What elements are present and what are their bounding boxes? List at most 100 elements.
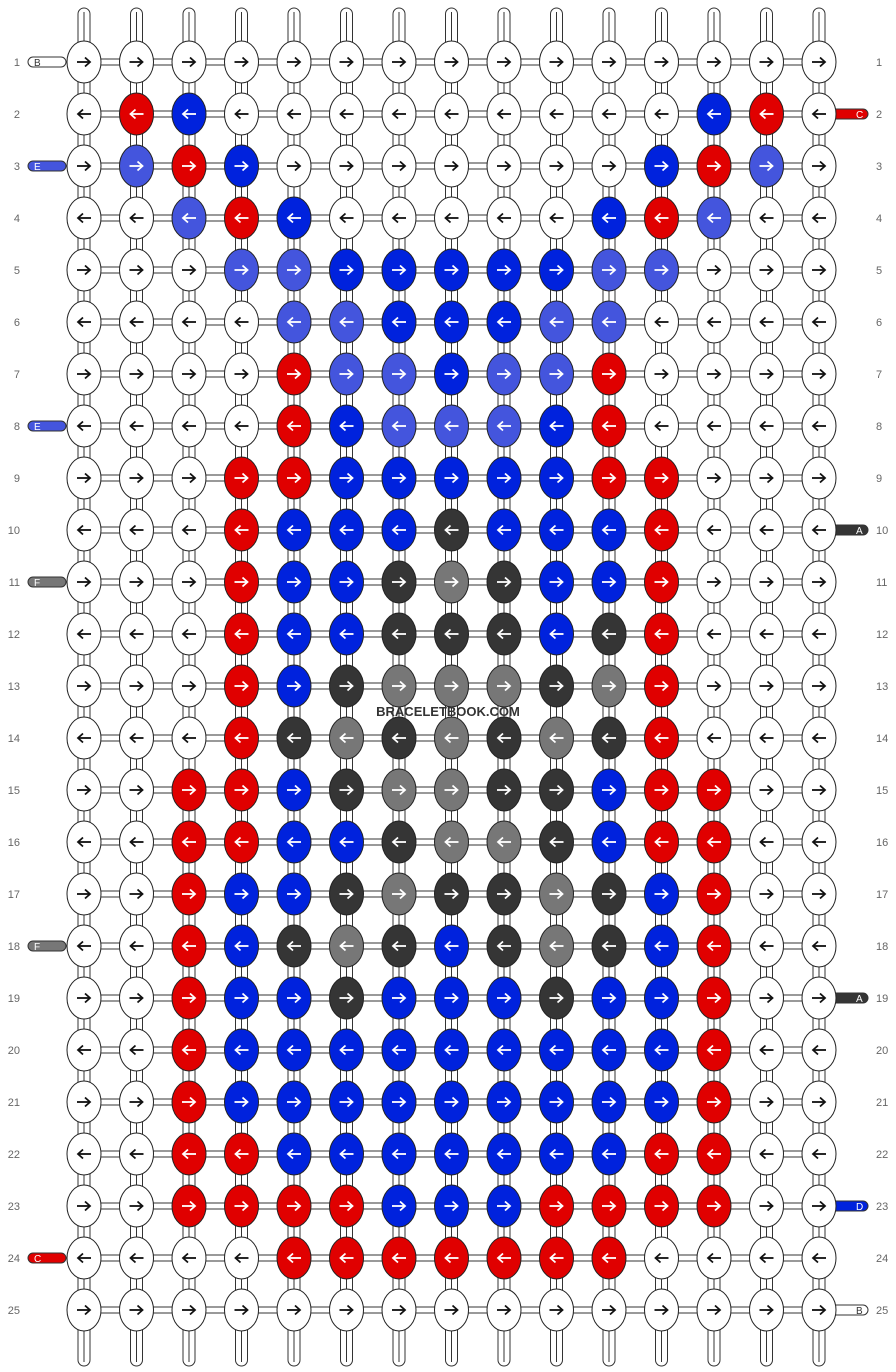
knot	[434, 404, 469, 448]
arrow-right-icon	[129, 472, 144, 484]
knot	[434, 1184, 469, 1228]
knot	[644, 352, 679, 396]
arrow-right-icon	[549, 680, 564, 692]
knot	[119, 1132, 154, 1176]
knot	[486, 1288, 522, 1332]
arrow-head	[339, 836, 347, 848]
row-number-right: 14	[876, 733, 888, 745]
knot	[644, 560, 679, 604]
knot	[381, 872, 417, 916]
knot	[329, 352, 364, 396]
arrow-head	[451, 784, 459, 796]
arrow-head	[294, 160, 302, 172]
arrow-head	[241, 472, 249, 484]
arrow-right-icon	[654, 576, 669, 588]
arrow-left-icon	[601, 420, 616, 432]
arrow-right-icon	[339, 784, 354, 796]
knot	[66, 820, 102, 864]
knot	[224, 1028, 259, 1072]
arrow-right-icon	[654, 264, 669, 276]
knot	[171, 1236, 207, 1280]
arrow-head	[346, 992, 354, 1004]
arrow-left-icon	[234, 212, 249, 224]
arrow-left-icon	[706, 1044, 721, 1056]
arrow-right-icon	[182, 1096, 197, 1108]
arrow-head	[294, 472, 302, 484]
knot	[171, 872, 207, 916]
arrow-head	[391, 524, 399, 536]
arrow-left-icon	[286, 108, 301, 120]
arrow-head	[601, 316, 609, 328]
arrow-left-icon	[339, 524, 354, 536]
knot	[486, 768, 522, 812]
arrow-right-icon	[654, 472, 669, 484]
knot	[539, 872, 574, 916]
arrow-right-icon	[77, 992, 92, 1004]
arrow-head	[241, 1200, 249, 1212]
arrow-left-icon	[759, 1044, 774, 1056]
knot	[801, 976, 837, 1020]
arrow-head	[496, 212, 504, 224]
arrow-left-icon	[444, 524, 459, 536]
arrow-left-icon	[654, 420, 669, 432]
arrow-left-icon	[759, 940, 774, 952]
arrow-left-icon	[444, 108, 459, 120]
arrow-head	[136, 1200, 144, 1212]
arrow-left-icon	[181, 940, 196, 952]
arrow-right-icon	[654, 992, 669, 1004]
arrow-head	[391, 628, 399, 640]
arrow-head	[189, 1304, 197, 1316]
knot	[749, 1236, 784, 1280]
arrow-right-icon	[707, 1200, 722, 1212]
knot	[224, 508, 259, 552]
arrow-head	[766, 56, 774, 68]
row-number-right: 4	[876, 213, 882, 225]
arrow-head	[549, 836, 557, 848]
arrow-head	[241, 264, 249, 276]
arrow-head	[444, 732, 452, 744]
arrow-right-icon	[287, 1096, 302, 1108]
knot	[486, 612, 522, 656]
arrow-right-icon	[812, 1200, 827, 1212]
arrow-head	[129, 836, 137, 848]
arrow-right-icon	[707, 888, 722, 900]
knot	[434, 976, 469, 1020]
arrow-head	[399, 680, 407, 692]
arrow-left-icon	[549, 940, 564, 952]
arrow-head	[556, 368, 564, 380]
knot	[801, 248, 837, 292]
arrow-head	[811, 1148, 819, 1160]
arrow-head	[339, 628, 347, 640]
arrow-head	[84, 56, 92, 68]
knot	[276, 716, 312, 760]
arrow-right-icon	[602, 784, 617, 796]
arrow-left-icon	[549, 316, 564, 328]
arrow-head	[556, 1096, 564, 1108]
arrow-left-icon	[129, 836, 144, 848]
arrow-left-icon	[601, 1044, 616, 1056]
arrow-right-icon	[287, 992, 302, 1004]
arrow-left-icon	[549, 836, 564, 848]
left-string-letter: F	[34, 578, 40, 589]
arrow-head	[661, 368, 669, 380]
row-number-right: 19	[876, 993, 888, 1005]
knot	[381, 820, 417, 864]
arrow-head	[391, 836, 399, 848]
arrow-right-icon	[602, 1096, 617, 1108]
knot	[749, 508, 784, 552]
arrow-head	[391, 940, 399, 952]
arrow-left-icon	[706, 628, 721, 640]
arrow-left-icon	[286, 940, 301, 952]
knot	[486, 664, 522, 708]
arrow-right-icon	[392, 56, 407, 68]
arrow-head	[661, 1200, 669, 1212]
arrow-left-icon	[391, 940, 406, 952]
knot	[644, 612, 679, 656]
arrow-head	[811, 316, 819, 328]
arrow-head	[189, 784, 197, 796]
arrow-head	[549, 1044, 557, 1056]
arrow-head	[504, 1096, 512, 1108]
knot	[434, 924, 469, 968]
arrow-head	[451, 992, 459, 1004]
knot	[434, 196, 469, 240]
